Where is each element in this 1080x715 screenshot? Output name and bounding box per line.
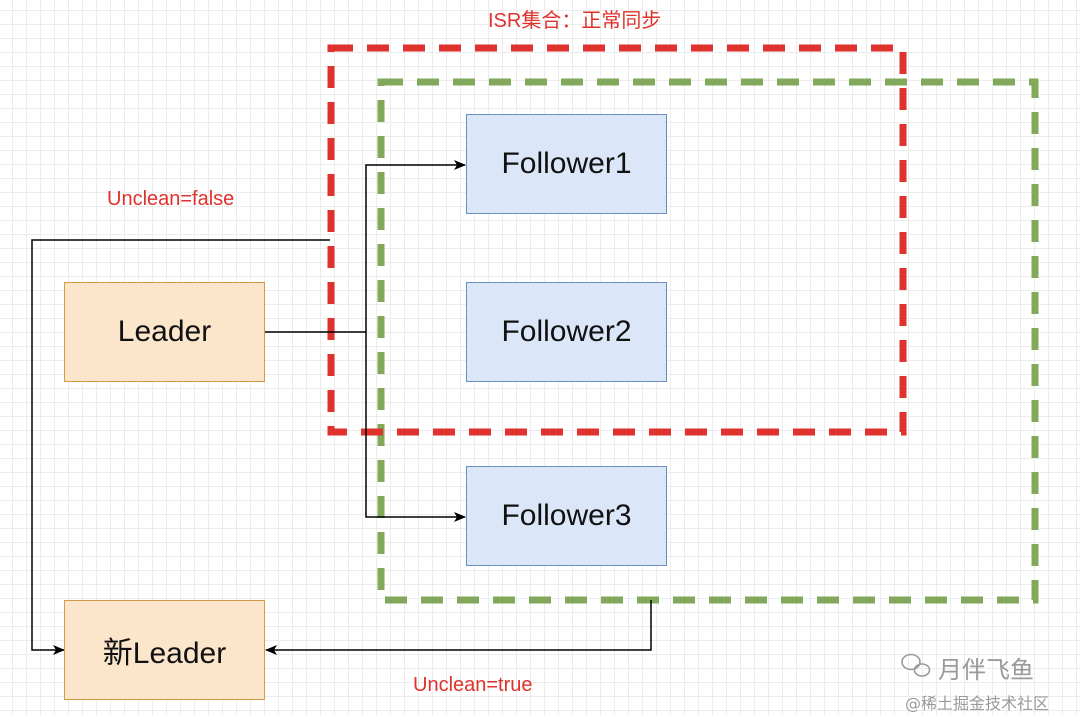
watermark-account: 月伴飞鱼 [938, 656, 1034, 684]
isr-title-label: ISR集合：正常同步 [488, 10, 662, 32]
unclean-false-label: Unclean=false [107, 188, 235, 210]
follower2-node: Follower2 [466, 282, 667, 382]
connector-to-follower1 [365, 160, 466, 332]
all-replicas-region [377, 78, 1039, 604]
new-leader-node: 新Leader [64, 600, 265, 700]
connector-to-follower3 [365, 332, 466, 522]
unclean-true-label: Unclean=true [413, 674, 533, 696]
connector-unclean-false [31, 239, 330, 655]
isr-set-region [327, 44, 907, 436]
leader-node: Leader [64, 282, 265, 382]
follower3-node: Follower3 [466, 466, 667, 566]
watermark-site: @稀土掘金技术社区 [905, 694, 1050, 713]
wechat-icon [901, 653, 931, 677]
follower1-node: Follower1 [466, 114, 667, 214]
connector-unclean-true [265, 600, 652, 655]
